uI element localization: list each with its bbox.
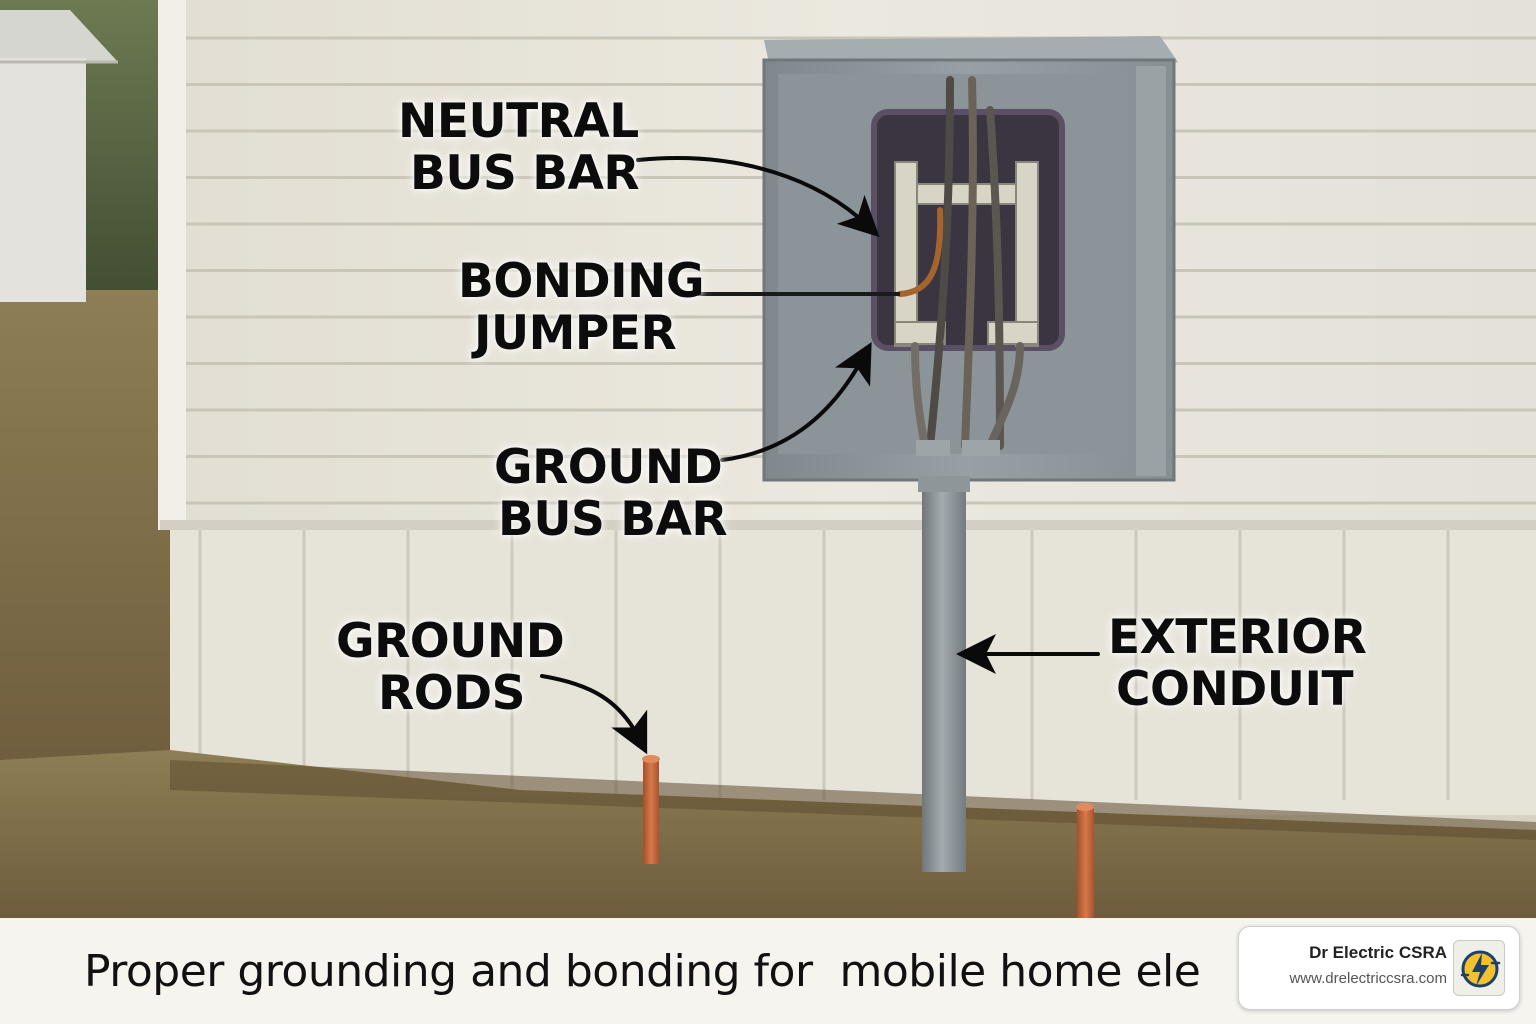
- label-line: EXTERIOR: [1108, 610, 1367, 665]
- ground-rod-left: [643, 758, 659, 864]
- label-line: JUMPER: [474, 306, 677, 361]
- label-bonding-jumper: BONDING JUMPER: [458, 254, 705, 361]
- caption-text: Proper grounding and bonding for mobile …: [84, 946, 1201, 997]
- ground-rod-left-top: [642, 755, 660, 763]
- label-ground-rods: GROUND RODS: [336, 614, 565, 721]
- label-neutral-bus-bar: NEUTRAL BUS BAR: [398, 94, 640, 201]
- lightning-bolt-icon: [1460, 950, 1501, 988]
- skirting-top-trim: [160, 520, 1536, 530]
- brand-url[interactable]: www.drelectriccsra.com: [1289, 970, 1447, 987]
- arrow-ground-bus-bar: [720, 341, 872, 462]
- ground-rod-right: [1077, 806, 1094, 918]
- arrow-ground-rods: [540, 674, 648, 755]
- ground-rod-right-top: [1076, 803, 1094, 811]
- label-line: NEUTRAL: [398, 94, 639, 149]
- label-line: RODS: [378, 666, 526, 721]
- label-line: BONDING: [458, 254, 705, 309]
- house-skirting: [170, 525, 1536, 815]
- label-line: GROUND: [336, 614, 565, 669]
- house-corner-trim: [158, 0, 186, 530]
- label-line: BUS BAR: [498, 492, 728, 547]
- ground-shadow: [170, 760, 1536, 840]
- service-wires: [897, 76, 1024, 450]
- exterior-conduit-pipe: [922, 476, 966, 872]
- label-line: BUS BAR: [410, 146, 640, 201]
- label-ground-bus-bar: GROUND BUS BAR: [494, 440, 728, 547]
- arrow-neutral-bus-bar: [636, 156, 880, 238]
- brand-name: Dr Electric CSRA: [1309, 943, 1447, 962]
- neighbor-building: [0, 10, 118, 302]
- conduit-coupling: [918, 476, 970, 492]
- photo-scene: [0, 0, 1536, 918]
- label-line: CONDUIT: [1116, 662, 1354, 717]
- brand-logo: [1453, 940, 1505, 996]
- label-exterior-conduit: EXTERIOR CONDUIT: [1108, 610, 1367, 717]
- label-line: GROUND: [494, 440, 723, 495]
- brand-card[interactable]: Dr Electric CSRA www.drelectriccsra.com: [1238, 926, 1520, 1010]
- callout-arrows: [540, 156, 1100, 755]
- electrical-panel: [762, 36, 1178, 482]
- background-grass: [0, 290, 175, 790]
